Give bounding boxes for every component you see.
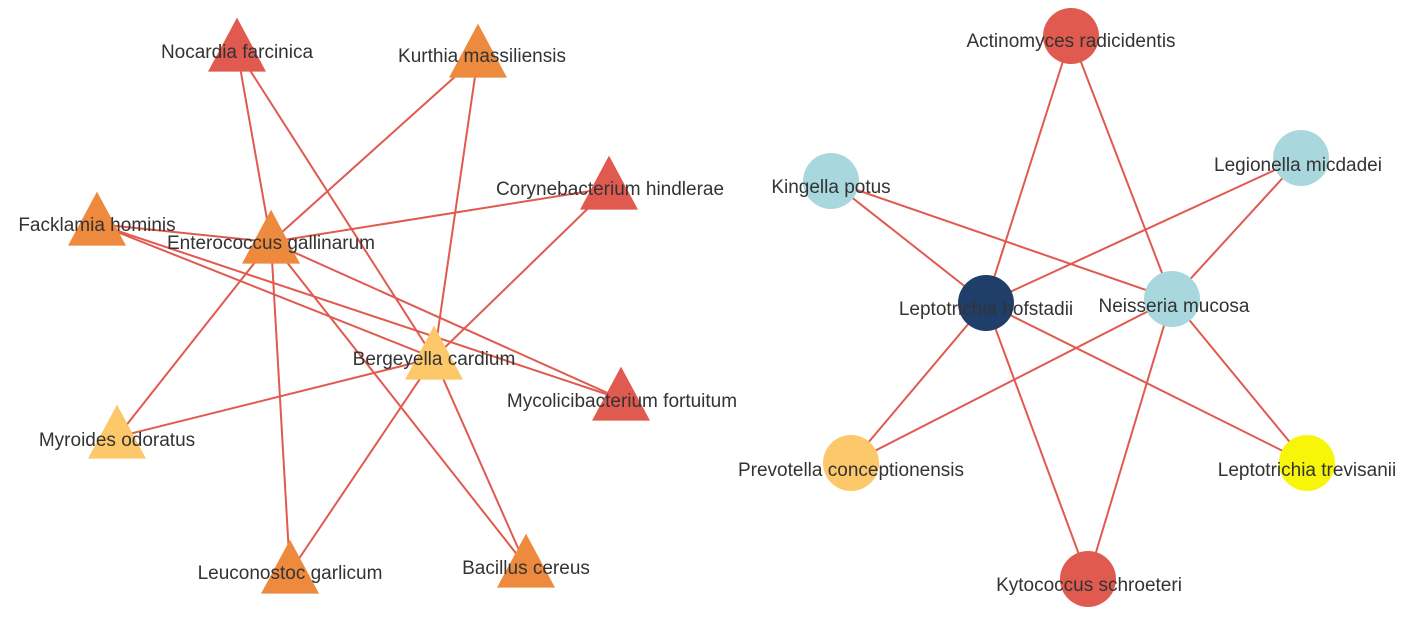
node-label-facklamia: Facklamia hominis <box>18 215 175 236</box>
edge-facklamia-bergeyella <box>96 223 435 359</box>
edge-kingella-neisseria <box>830 180 1173 300</box>
node-leptotrevisanii <box>1279 435 1335 491</box>
node-label-bacillus: Bacillus cereus <box>462 558 590 579</box>
node-label-neisseria: Neisseria mucosa <box>1099 296 1250 317</box>
edge-bergeyella-leuconostoc <box>289 357 435 573</box>
node-label-nocardia: Nocardia farcinica <box>161 42 313 63</box>
node-label-leptohofstadii: Leptotrichia hofstadii <box>899 299 1073 320</box>
edge-nocardia-bergeyella <box>236 49 435 359</box>
node-myroides <box>88 404 146 459</box>
node-label-kingella: Kingella potus <box>771 177 890 198</box>
node-label-legionella: Legionella micdadei <box>1214 155 1382 176</box>
node-label-mycolicibacterium: Mycolicibacterium fortuitum <box>507 391 737 412</box>
edge-kurthia-enterococcus <box>270 55 479 243</box>
edge-bergeyella-bacillus <box>433 357 527 567</box>
edge-kurthia-bergeyella <box>433 55 479 359</box>
edge-enterococcus-mycolicibacterium <box>270 241 622 400</box>
node-neisseria <box>1144 271 1200 327</box>
edge-nocardia-enterococcus <box>236 49 272 243</box>
edge-corynebacterium-enterococcus <box>270 187 610 243</box>
edge-kingella-leptohofstadii <box>830 180 987 304</box>
node-label-bergeyella: Bergeyella cardium <box>353 349 516 370</box>
node-bacillus <box>497 533 555 588</box>
node-mycolicibacterium <box>592 366 650 421</box>
node-kytococcus <box>1060 551 1116 607</box>
node-label-prevotella: Prevotella conceptionensis <box>738 460 964 481</box>
node-label-actinomyces: Actinomyces radicidentis <box>966 31 1175 52</box>
edge-neisseria-kytococcus <box>1087 298 1173 580</box>
edge-leptohofstadii-prevotella <box>850 302 987 464</box>
nodes-layer <box>68 8 1335 607</box>
edge-actinomyces-leptohofstadii <box>985 35 1072 304</box>
node-label-corynebacterium: Corynebacterium hindlerae <box>496 179 724 200</box>
node-kurthia <box>449 23 507 78</box>
node-label-myroides: Myroides odoratus <box>39 430 195 451</box>
edge-actinomyces-neisseria <box>1070 35 1173 300</box>
edge-bergeyella-myroides <box>116 357 435 438</box>
node-actinomyces <box>1043 8 1099 64</box>
edges-layer <box>96 35 1308 580</box>
edge-legionella-leptohofstadii <box>985 157 1302 304</box>
edge-legionella-neisseria <box>1171 157 1302 300</box>
edge-neisseria-prevotella <box>850 298 1173 464</box>
labels-layer: Nocardia farcinica Kurthia massiliensisCo… <box>18 31 1396 596</box>
node-legionella <box>1273 130 1329 186</box>
node-label-enterococcus: Enterococcus gallinarum <box>167 233 375 254</box>
node-enterococcus <box>242 209 300 264</box>
edge-facklamia-enterococcus <box>96 223 272 243</box>
node-facklamia <box>68 191 126 246</box>
node-prevotella <box>823 435 879 491</box>
node-leptohofstadii <box>958 275 1014 331</box>
edge-enterococcus-leuconostoc <box>270 241 291 573</box>
node-kingella <box>803 153 859 209</box>
edge-enterococcus-bacillus <box>270 241 527 567</box>
node-label-kurthia: Kurthia massiliensis <box>398 46 566 67</box>
node-label-kytococcus: Kytococcus schroeteri <box>996 575 1182 596</box>
node-leuconostoc <box>261 539 319 594</box>
node-nocardia <box>208 17 266 72</box>
node-label-leptotrevisanii: Leptotrichia trevisanii <box>1218 460 1396 481</box>
edge-neisseria-leptotrevisanii <box>1171 298 1308 464</box>
edge-corynebacterium-bergeyella <box>433 187 610 359</box>
edge-facklamia-mycolicibacterium <box>96 223 622 400</box>
node-corynebacterium <box>580 155 638 210</box>
node-label-leuconostoc: Leuconostoc garlicum <box>198 563 383 584</box>
node-bergeyella <box>405 325 463 380</box>
edge-leptohofstadii-kytococcus <box>985 302 1089 580</box>
edge-enterococcus-myroides <box>116 241 272 438</box>
